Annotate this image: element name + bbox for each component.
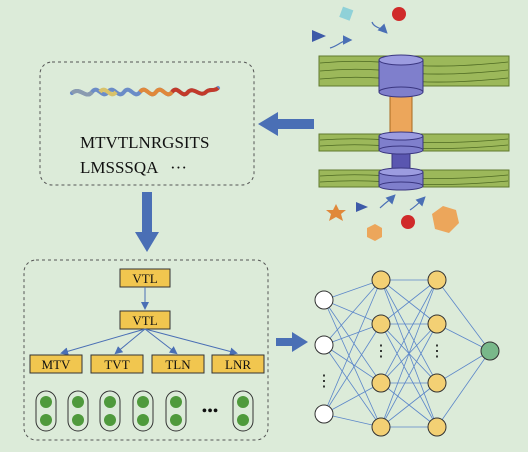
- tree-middle-node: VTL: [119, 310, 171, 330]
- network-edge: [323, 323, 382, 346]
- embedding-vectors: •••: [35, 390, 254, 432]
- hidden-node: [371, 270, 391, 290]
- hidden-node: [371, 373, 391, 393]
- network-edge: [436, 323, 491, 352]
- hidden-layer-2-ellipsis: ⋮: [429, 343, 445, 360]
- network-edge: [323, 279, 382, 415]
- tree-root-label: VTL: [132, 271, 157, 286]
- tree-leaf-node: LNR: [211, 354, 265, 374]
- sequence-ellipsis: ···: [170, 158, 187, 177]
- network-edge: [380, 279, 438, 384]
- particles: [312, 6, 459, 241]
- embedding-capsule: [232, 390, 254, 432]
- circle-icon: [401, 215, 415, 229]
- network-edge: [380, 323, 438, 428]
- hidden-node: [427, 314, 447, 334]
- channel-cylinder-middle: [378, 131, 424, 155]
- tree-leaf-label: TLN: [165, 357, 191, 372]
- membrane-channel-icon: [318, 54, 510, 191]
- squiggle-arrow-icon: [379, 194, 396, 209]
- input-node: [314, 404, 334, 424]
- tree-leaf-label: LNR: [225, 357, 251, 372]
- tree-middle-label: VTL: [132, 313, 157, 328]
- network-edge: [323, 344, 382, 428]
- hexagon-icon: [367, 224, 382, 241]
- hidden-node: [427, 417, 447, 437]
- squiggle-arrow-icon: [329, 35, 353, 49]
- network-edges: [323, 279, 491, 428]
- squiggle-arrow-icon: [371, 21, 388, 34]
- network-edge: [436, 350, 491, 428]
- input-layer-ellipsis: ⋮: [316, 373, 332, 390]
- network-edge: [323, 299, 382, 384]
- network-edge: [380, 382, 438, 428]
- input-node: [314, 290, 334, 310]
- sequence-panel: MTVTLNRGSITS LMSSSQA ···: [39, 61, 255, 186]
- tree-leaf-node: MTV: [29, 354, 83, 374]
- tree-leaf-node: TVT: [90, 354, 144, 374]
- tree-leaf-label: TVT: [104, 357, 129, 372]
- embedding-capsule: [67, 390, 89, 432]
- arrow-to-sequence: [258, 112, 314, 136]
- kmer-tree-panel: VTL VTL MTV TVT TLN LNR: [23, 259, 269, 441]
- hidden-node: [427, 373, 447, 393]
- network-edge: [323, 382, 382, 415]
- network-nodes: [314, 270, 500, 437]
- tree-leaf-label: MTV: [42, 357, 72, 372]
- triangle-icon: [312, 30, 326, 42]
- network-edge: [323, 413, 382, 428]
- arrow-to-network: [276, 332, 308, 352]
- squiggle-arrow-icon: [409, 196, 426, 211]
- network-edge: [323, 323, 382, 415]
- embedding-capsule: [35, 390, 57, 432]
- arrow-to-tree: [135, 192, 159, 252]
- star-icon: [326, 204, 346, 221]
- embedding-capsule: [99, 390, 121, 432]
- sequence-line-1: MTVTLNRGSITS: [80, 133, 209, 152]
- channel-cylinder-top: [378, 54, 424, 98]
- square-icon: [339, 6, 354, 21]
- tree-root-node: VTL: [119, 268, 171, 288]
- network-edge: [436, 279, 491, 352]
- hidden-node: [371, 417, 391, 437]
- network-edge: [380, 279, 438, 428]
- embedding-ellipsis: •••: [202, 403, 219, 420]
- network-edge: [323, 279, 382, 346]
- embedding-capsule: [132, 390, 154, 432]
- output-node: [480, 341, 500, 361]
- hidden-layer-1-ellipsis: ⋮: [373, 343, 389, 360]
- embedding-capsule: [165, 390, 187, 432]
- triangle-icon: [356, 202, 368, 212]
- sequence-line-2: LMSSSQA: [80, 158, 159, 177]
- neural-network: ⋮ ⋮ ⋮: [314, 270, 500, 437]
- hidden-node: [427, 270, 447, 290]
- tree-leaf-node: TLN: [151, 354, 205, 374]
- network-edge: [323, 344, 382, 384]
- network-edge: [323, 299, 382, 428]
- channel-cylinder-bottom: [378, 167, 424, 191]
- hexagon-icon: [432, 206, 459, 233]
- input-node: [314, 335, 334, 355]
- network-edge: [323, 279, 382, 301]
- network-edge: [436, 350, 491, 384]
- protein-helix-icon: [70, 86, 220, 97]
- hidden-node: [371, 314, 391, 334]
- circle-icon: [392, 7, 406, 21]
- network-edge: [380, 279, 438, 325]
